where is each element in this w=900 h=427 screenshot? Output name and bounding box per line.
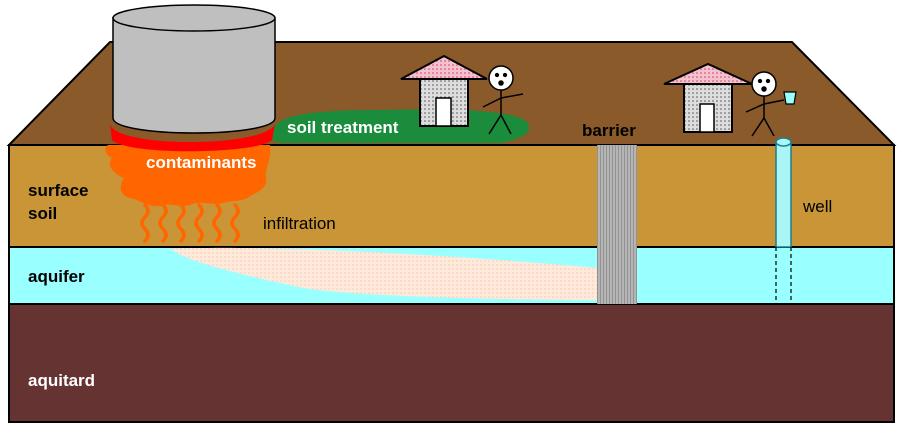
label-contaminants: contaminants [146, 153, 257, 172]
storage-tank-icon [110, 4, 276, 152]
contaminant-source [105, 145, 271, 207]
house-icon [400, 54, 488, 127]
label-surface-soil-line1: surface [28, 181, 88, 200]
label-barrier: barrier [582, 121, 636, 140]
label-surface-soil-line2: soil [28, 204, 57, 223]
aquitard-layer [8, 303, 895, 423]
label-well: well [802, 197, 832, 216]
person-icon [482, 65, 524, 135]
infiltration-arrows [140, 203, 240, 243]
label-aquifer: aquifer [28, 267, 85, 286]
barrier-wall [597, 145, 637, 304]
groundwater-plume [170, 247, 598, 300]
person-icon [745, 71, 785, 137]
label-infiltration: infiltration [263, 214, 336, 233]
label-soil-treatment: soil treatment [287, 118, 399, 137]
house-icon [663, 62, 753, 133]
drinking-glass-icon [783, 91, 797, 105]
well [775, 137, 792, 305]
label-aquitard: aquitard [28, 371, 95, 390]
